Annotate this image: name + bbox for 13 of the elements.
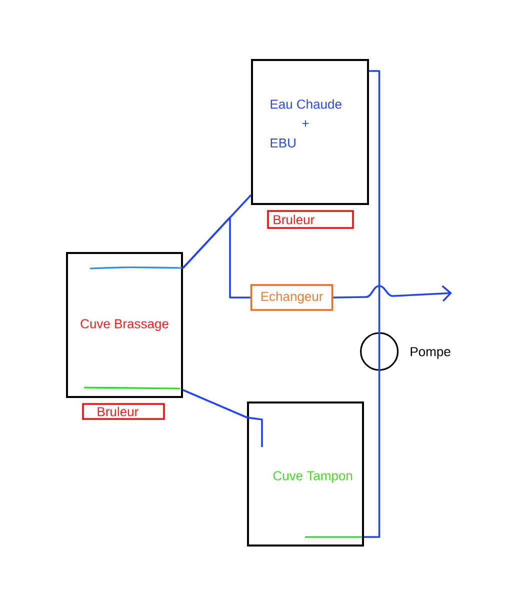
tank-box: Cuve Brassage bbox=[66, 252, 183, 398]
pipe-line bbox=[364, 370, 380, 538]
pipe-line bbox=[369, 70, 380, 332]
arrow bbox=[333, 285, 452, 302]
pipe-line bbox=[182, 216, 250, 298]
burner-box: Bruleur bbox=[82, 403, 165, 420]
burner-box: Bruleur bbox=[267, 210, 354, 229]
side-label: Pompe bbox=[410, 347, 450, 359]
pump-symbol bbox=[360, 332, 399, 371]
exchanger-box: Echangeur bbox=[250, 284, 334, 311]
pipe-line bbox=[182, 389, 263, 447]
tank-box: Cuve Tampon bbox=[247, 402, 364, 546]
tank-box: Eau Chaude + EBU bbox=[251, 59, 369, 205]
